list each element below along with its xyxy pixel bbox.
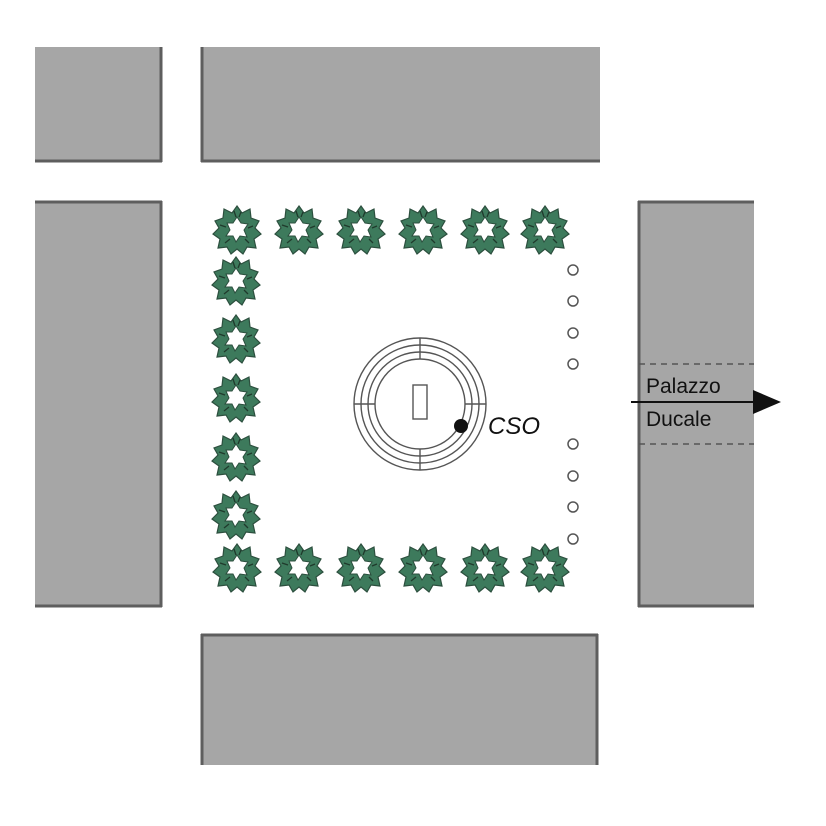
- bollard-icon: [567, 327, 579, 339]
- building-bottom: [200, 633, 599, 765]
- tree-icon: [211, 314, 261, 364]
- arrow-icon: [631, 390, 781, 414]
- station-marker-icon: [454, 419, 468, 433]
- tree-icon: [274, 543, 324, 593]
- building-top-left: [35, 47, 163, 163]
- bollard-icon: [567, 264, 579, 276]
- palace-label-line1: Palazzo: [646, 375, 721, 398]
- building-left: [35, 200, 163, 608]
- tree-row-bottom: [212, 543, 570, 593]
- tree-icon: [520, 205, 570, 255]
- station-label: CSO: [488, 413, 540, 440]
- fountain-icon: [353, 337, 487, 471]
- bollard-icon: [567, 501, 579, 513]
- tree-icon: [212, 543, 262, 593]
- tree-icon: [212, 205, 262, 255]
- tree-icon: [460, 205, 510, 255]
- bollard-icon: [567, 438, 579, 450]
- bollard-icon: [567, 533, 579, 545]
- tree-icon: [398, 543, 448, 593]
- tree-icon: [460, 543, 510, 593]
- palace-label-line2: Ducale: [646, 408, 711, 431]
- tree-icon: [211, 373, 261, 423]
- tree-icon: [211, 432, 261, 482]
- bollard-row: [567, 264, 579, 545]
- tree-icon: [211, 256, 261, 306]
- tree-icon: [211, 490, 261, 540]
- tree-icon: [398, 205, 448, 255]
- tree-icon: [520, 543, 570, 593]
- tree-icon: [336, 205, 386, 255]
- tree-row-top: [212, 205, 570, 255]
- tree-icon: [336, 543, 386, 593]
- tree-column-left: [211, 256, 261, 540]
- bollard-icon: [567, 358, 579, 370]
- building-palazzo-ducale: [637, 200, 754, 608]
- building-top: [200, 47, 600, 163]
- bollard-icon: [567, 295, 579, 307]
- tree-icon: [274, 205, 324, 255]
- bollard-icon: [567, 470, 579, 482]
